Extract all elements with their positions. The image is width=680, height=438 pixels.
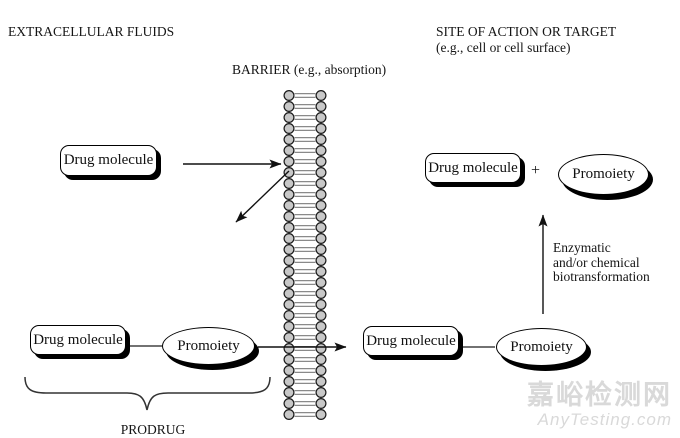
promoiety-ellipse-prodrug-right: Promoiety <box>496 328 587 366</box>
drug-molecule-box-prodrug-left: Drug molecule <box>30 325 126 355</box>
watermark: 嘉峪检测网 AnyTesting.com <box>527 380 672 430</box>
promoiety-ellipse-released: Promoiety <box>558 154 649 195</box>
watermark-site-name-cn: 嘉峪检测网 <box>527 380 672 410</box>
drug-molecule-box-prodrug-right: Drug molecule <box>363 326 459 356</box>
biotransformation-caption: Enzymatic and/or chemical biotransformat… <box>553 240 650 285</box>
prodrug-label: PRODRUG <box>120 422 186 437</box>
promoiety-ellipse-prodrug-left: Promoiety <box>162 327 255 365</box>
drug-molecule-box-extracellular: Drug molecule <box>60 145 157 176</box>
site-of-action-heading-line1: SITE OF ACTION OR TARGET <box>436 24 617 39</box>
prodrug-brace <box>24 376 271 411</box>
biotransformation-caption-line3: biotransformation <box>553 269 650 284</box>
extracellular-fluids-heading: EXTRACELLULAR FLUIDS <box>8 24 175 39</box>
watermark-site-name-en: AnyTesting.com <box>537 410 672 429</box>
drug-molecule-box-released: Drug molecule <box>425 153 521 183</box>
biotransformation-caption-line2: and/or chemical <box>553 254 640 270</box>
site-of-action-heading-line2: (e.g., cell or cell surface) <box>436 40 571 55</box>
barrier-heading: BARRIER (e.g., absorption) <box>232 62 387 77</box>
membrane-barrier <box>283 90 327 420</box>
plus-sign: + <box>531 162 541 179</box>
drug-rebound-arrow <box>235 170 290 223</box>
biotransformation-caption-line1: Enzymatic <box>553 240 611 255</box>
